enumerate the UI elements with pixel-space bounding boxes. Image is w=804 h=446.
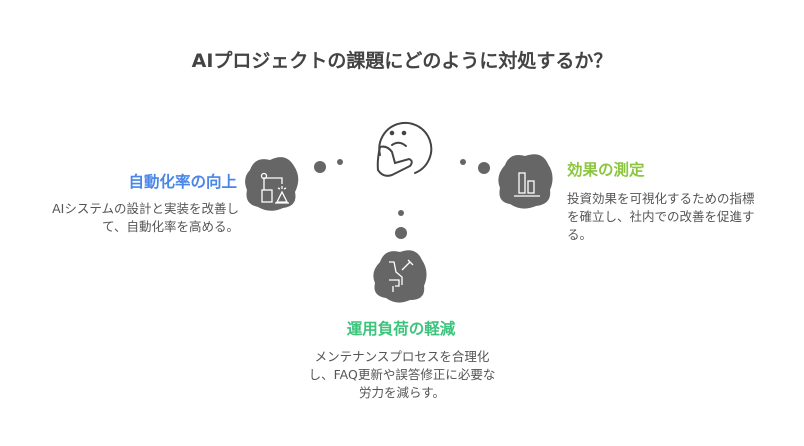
page-title: AIプロジェクトの課題にどのように対処するか？ [191, 50, 613, 72]
item-heading-measurement: 効果の測定 [567, 161, 645, 179]
wrench-tools-icon [373, 250, 427, 303]
item-body-operations: メンテナンスプロセスを合理化し、FAQ更新や誤答修正に必要な労力を減らす。 [308, 349, 496, 400]
robot-arm-icon [245, 157, 299, 211]
bar-chart-icon [498, 154, 553, 209]
connector-dots [314, 159, 490, 239]
item-body-automation: AIシステムの設計と実装を改善して、自動化率を高める。 [52, 201, 239, 234]
item-heading-operations: 運用負荷の軽減 [346, 320, 456, 338]
item-heading-automation: 自動化率の向上 [128, 173, 237, 191]
thinking-face-icon [376, 121, 433, 177]
item-body-measurement: 投資効果を可視化するための指標を確立し、社内での改善を促進する。 [567, 191, 755, 242]
